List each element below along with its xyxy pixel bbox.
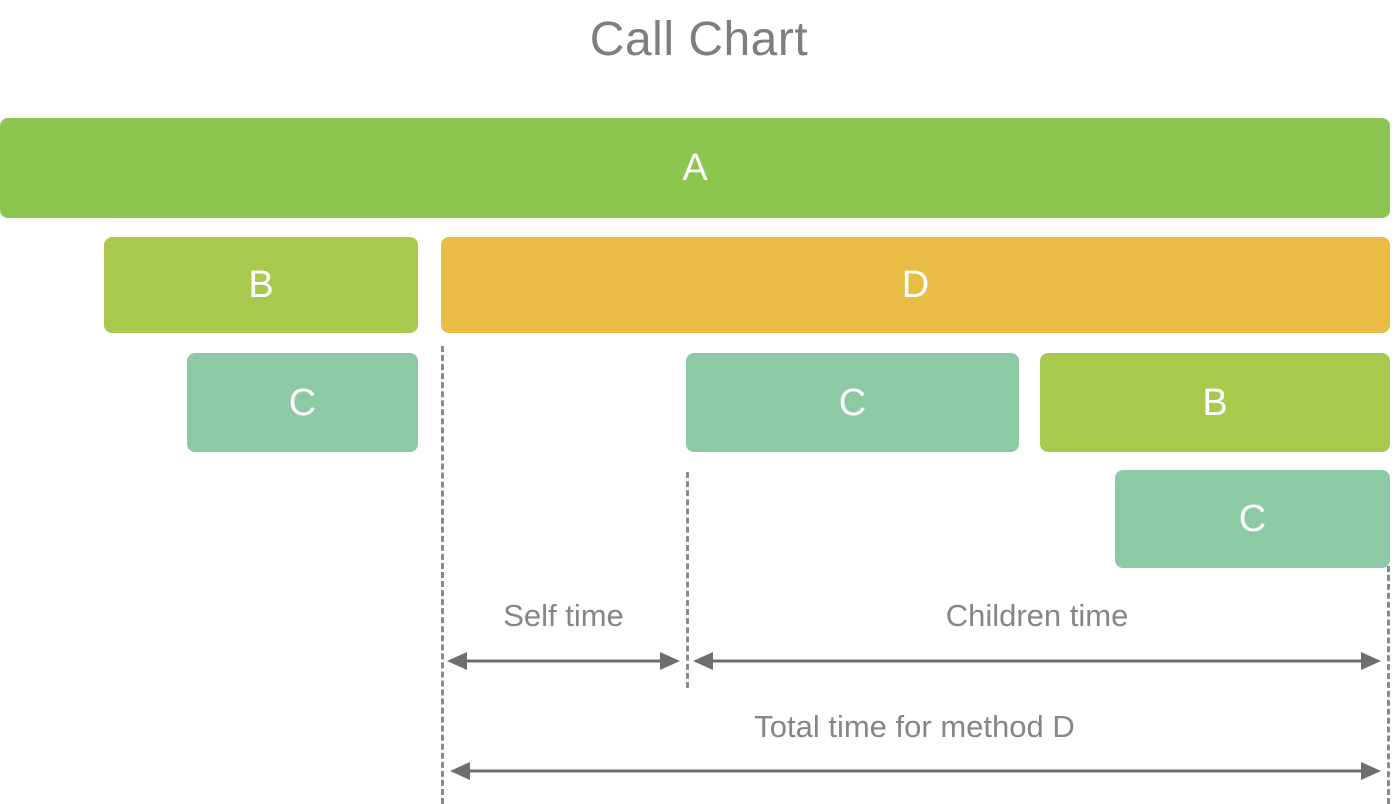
guide-line-d-end — [1387, 566, 1390, 804]
flame-bar-a[interactable]: A — [0, 118, 1390, 218]
flame-bar-b-left[interactable]: B — [104, 237, 418, 333]
flame-bar-c-middle[interactable]: C — [686, 353, 1019, 452]
flame-bar-label: C — [1238, 498, 1267, 540]
flame-bar-b-right[interactable]: B — [1040, 353, 1390, 452]
flame-bar-c-left[interactable]: C — [187, 353, 418, 452]
self-time-label: Self time — [503, 598, 624, 633]
children-time-arrow — [693, 648, 1381, 674]
self-time-arrow — [447, 648, 680, 674]
flame-bar-label: D — [901, 264, 930, 306]
page-title: Call Chart — [589, 13, 809, 66]
guide-line-self-time-end — [686, 472, 689, 688]
flame-bar-label: C — [838, 381, 867, 424]
flame-bar-label: C — [288, 381, 317, 424]
flame-bar-label: B — [1202, 381, 1228, 424]
total-time-arrow — [450, 758, 1381, 784]
guide-line-d-start — [441, 346, 444, 804]
flame-bar-label: A — [682, 147, 708, 189]
flame-bar-c-right[interactable]: C — [1115, 470, 1390, 568]
flame-bar-label: B — [248, 264, 274, 306]
total-time-label: Total time for method D — [754, 709, 1075, 744]
flame-bar-d[interactable]: D — [441, 237, 1390, 333]
children-time-label: Children time — [945, 598, 1129, 633]
